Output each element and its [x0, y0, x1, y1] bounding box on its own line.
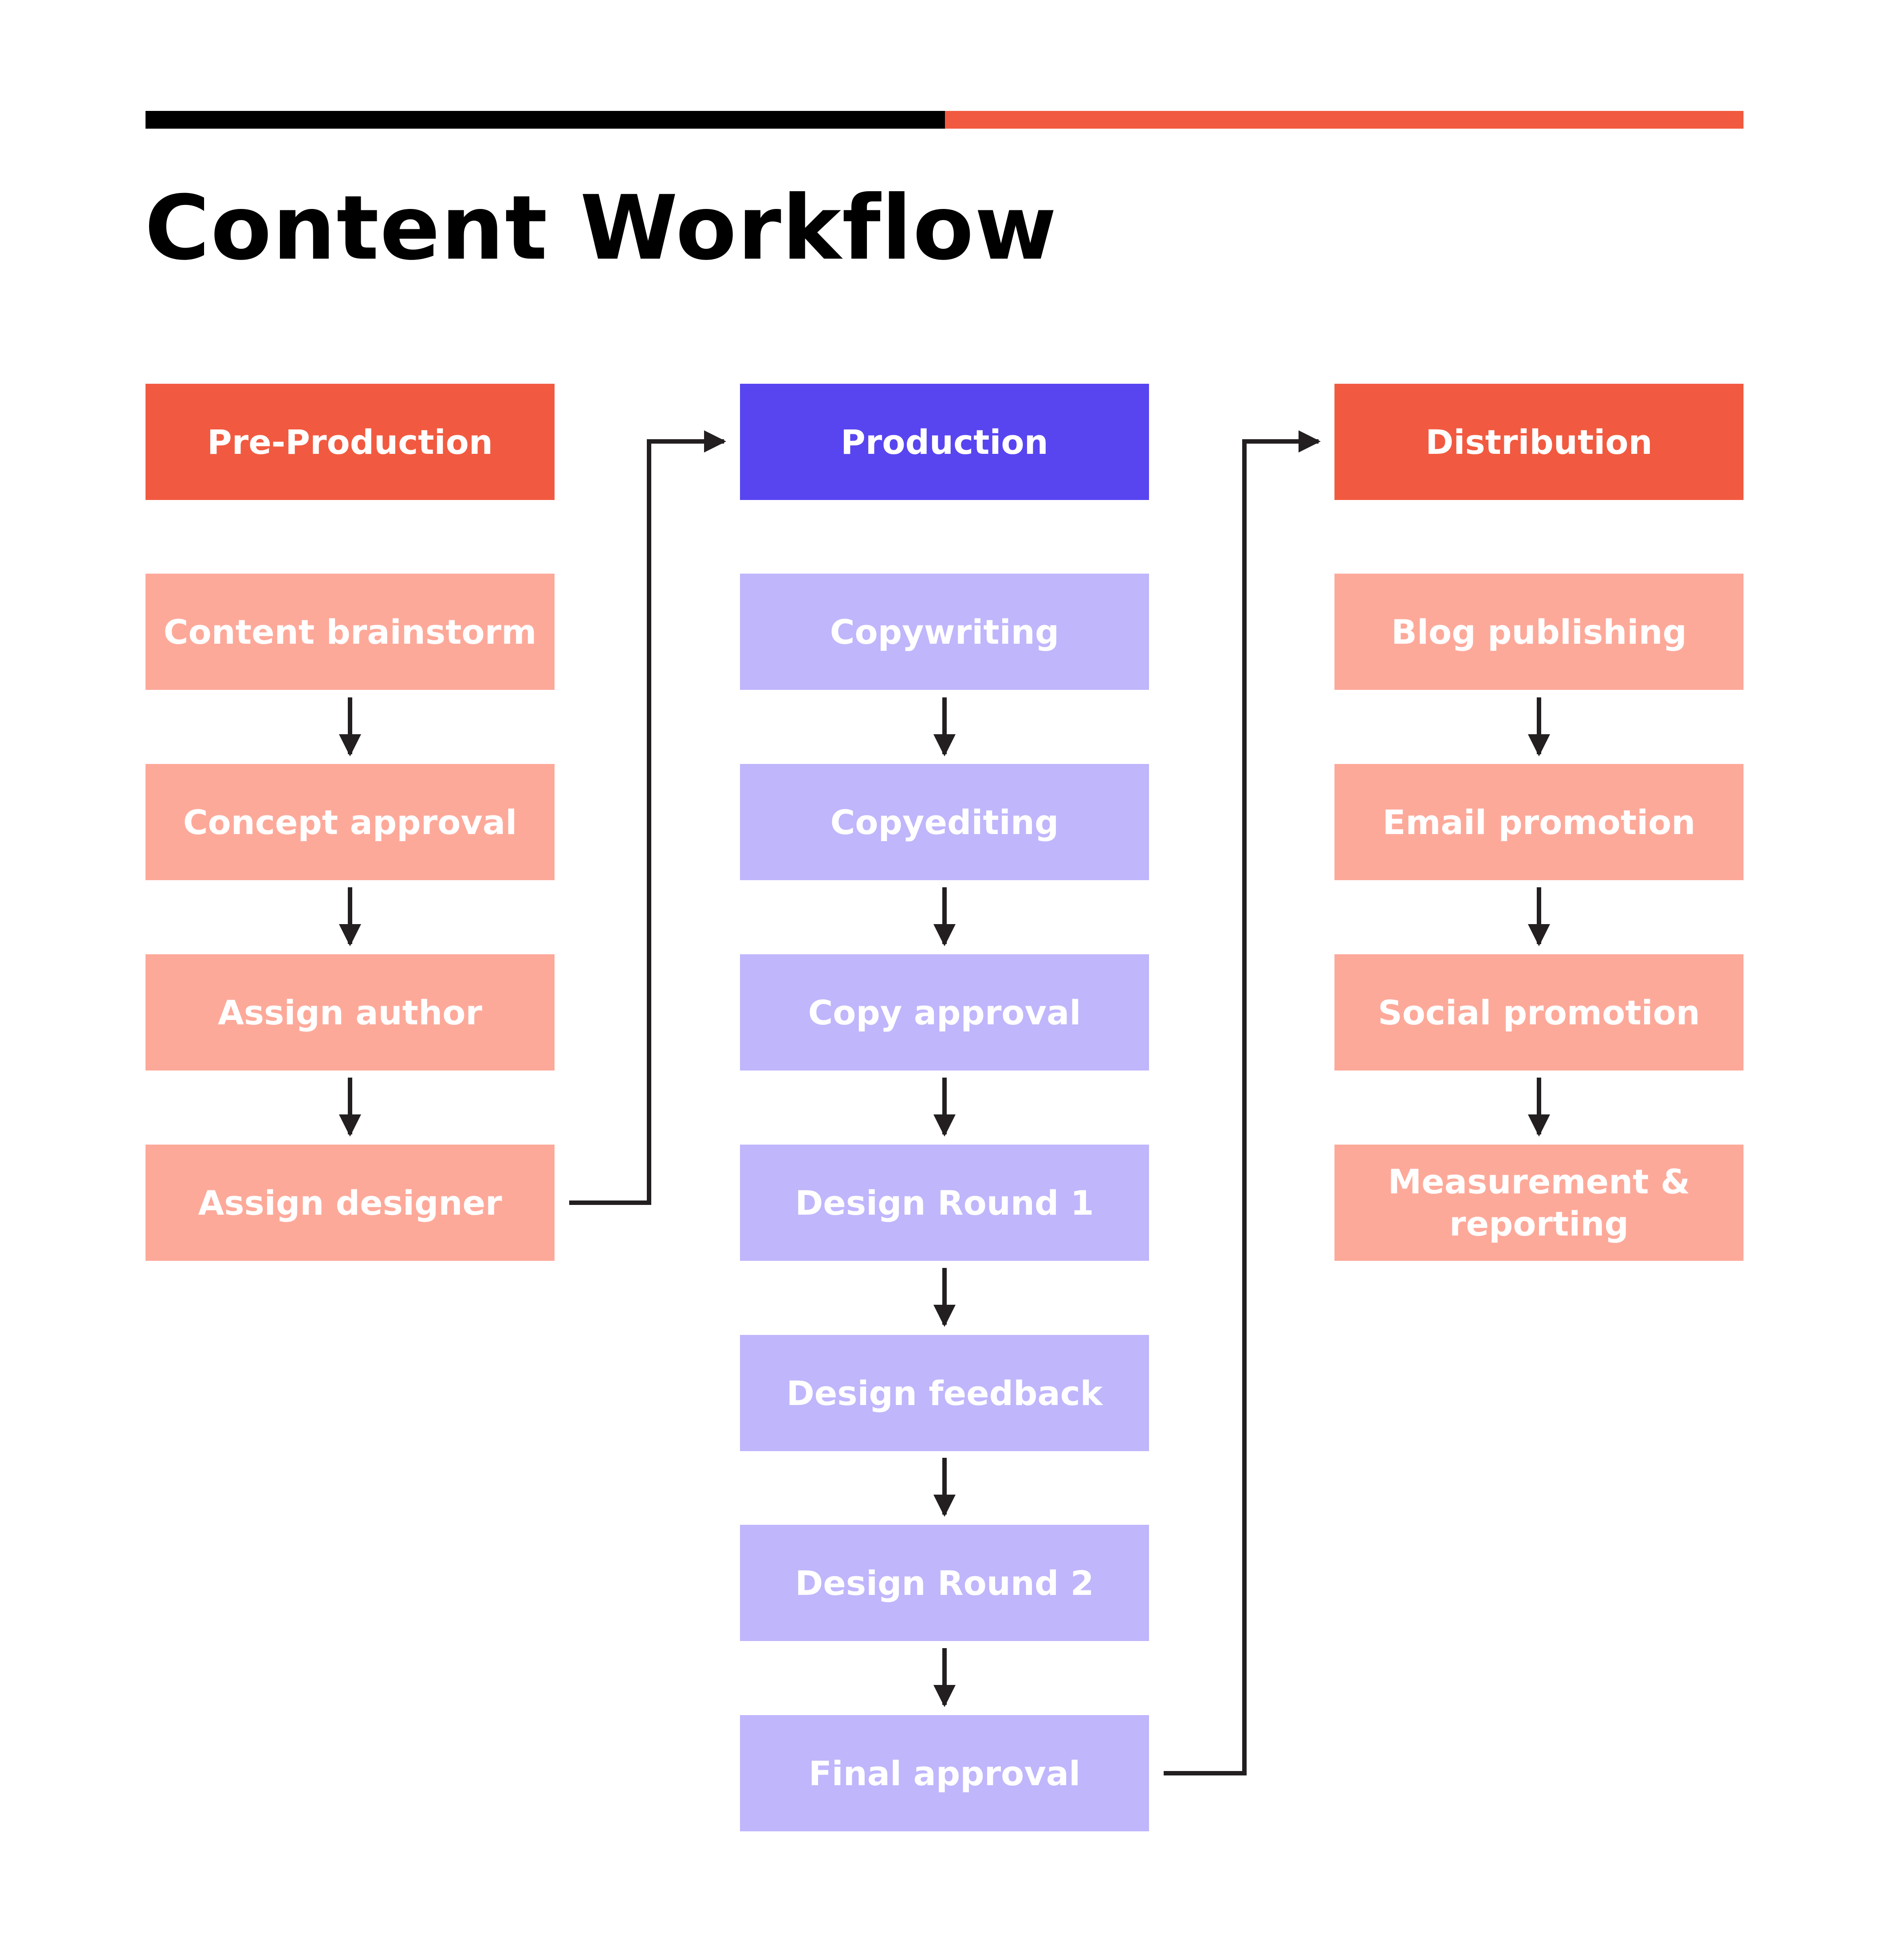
step-design-round-1: Design Round 1	[740, 1145, 1149, 1261]
column-header-production: Production	[740, 384, 1149, 500]
column-header-distribution: Distribution	[1334, 384, 1743, 500]
step-copywriting: Copywriting	[740, 574, 1149, 690]
elbow-arrow-icon	[1164, 430, 1321, 1775]
step-design-round-2: Design Round 2	[740, 1525, 1149, 1641]
step-assign-author: Assign author	[146, 954, 555, 1071]
step-concept-approval: Concept approval	[146, 764, 555, 880]
step-content-brainstorm: Content brainstorm	[146, 574, 555, 690]
elbow-arrow-icon	[569, 430, 726, 1205]
step-final-approval: Final approval	[740, 1715, 1149, 1831]
step-copy-approval: Copy approval	[740, 954, 1149, 1071]
step-blog-publishing: Blog publishing	[1334, 574, 1743, 690]
top-bar-black	[146, 111, 945, 129]
step-copyediting: Copyediting	[740, 764, 1149, 880]
step-design-feedback: Design feedback	[740, 1335, 1149, 1451]
step-measurement-reporting: Measurement & reporting	[1334, 1145, 1743, 1261]
page-title: Content Workflow	[145, 177, 1058, 280]
column-header-pre-production: Pre-Production	[146, 384, 555, 500]
top-bar-red	[945, 111, 1743, 129]
step-social-promotion: Social promotion	[1334, 954, 1743, 1071]
step-email-promotion: Email promotion	[1334, 764, 1743, 880]
step-assign-designer: Assign designer	[146, 1145, 555, 1261]
